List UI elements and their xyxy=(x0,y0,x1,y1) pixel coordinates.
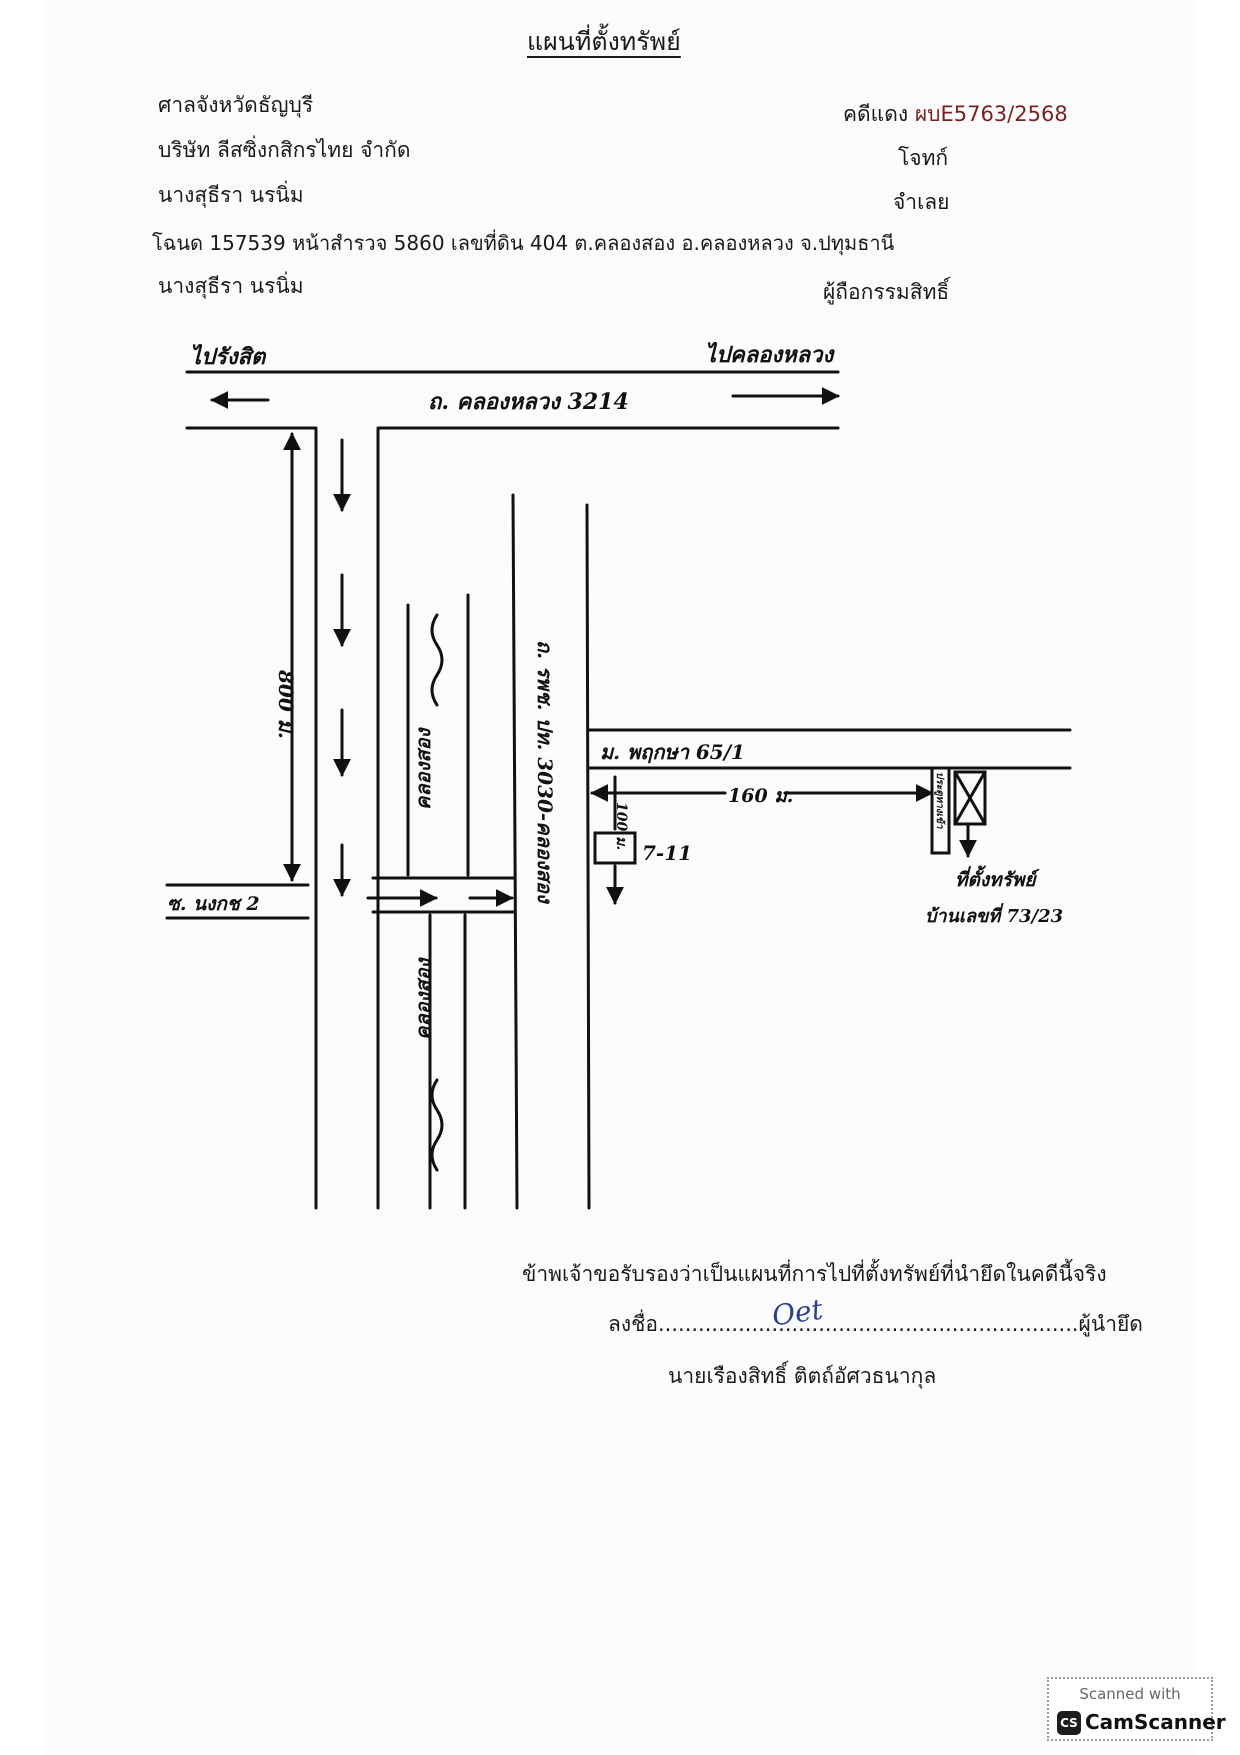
distance-160m-label: 160 ม. xyxy=(728,785,793,807)
store-label: 7-11 xyxy=(642,841,692,865)
entrance-gate-label: ประตูทางเข้า xyxy=(934,772,946,830)
camscanner-logo-icon: CS xyxy=(1057,1711,1081,1735)
target-house-cross xyxy=(953,770,987,826)
defendant-name: นางสุธีรา นรนิ่ม xyxy=(158,183,304,207)
plaintiff-role: โจทก์ xyxy=(898,146,949,170)
east-road-right-edge xyxy=(585,503,591,1210)
vertical-road-label: ถ. รพช. ปท. 3030-คลองสอง xyxy=(533,640,557,905)
entrance-gate-box xyxy=(930,766,951,855)
deed-line: โฉนด 157539 หน้าสำรวจ 5860 เลขที่ดิน 404… xyxy=(152,231,895,255)
direction-to-rangsit: ไปรังสิต xyxy=(190,343,267,370)
case-label: คดีแดง xyxy=(843,102,909,126)
certification-statement: ข้าพเจ้าขอรับรองว่าเป็นแผนที่การไปที่ตั้… xyxy=(522,1262,1107,1286)
page-background xyxy=(45,0,1195,1755)
owner-role: ผู้ถือกรรมสิทธิ์ xyxy=(823,280,950,304)
case-number-row: คดีแดง ผบE5763/2568 xyxy=(843,104,1068,125)
store-distance-label: 100 ม. xyxy=(613,802,629,850)
target-label-line2: บ้านเลขที่ 73/23 xyxy=(925,903,1063,927)
sign-dots: ........................................… xyxy=(658,1312,1079,1336)
distance-800m-label: 800 ม. xyxy=(274,669,298,739)
signer-name: นายเรืองสิทธิ์ ติตถ์อัศวธนากุล xyxy=(668,1364,937,1388)
target-house-box xyxy=(953,770,987,826)
store-7-11-box xyxy=(593,831,637,865)
canal-label-lower: คลองสอง xyxy=(411,956,435,1040)
sign-prefix: ลงชื่อ xyxy=(608,1312,658,1336)
scanned-with-text: Scanned with xyxy=(1079,1685,1181,1703)
court-name: ศาลจังหวัดธัญบุรี xyxy=(158,93,314,117)
case-number: ผบE5763/2568 xyxy=(914,102,1068,126)
east-road-left-edge xyxy=(511,493,519,1210)
page-title: แผนที่ตั้งทรัพย์ xyxy=(527,27,681,56)
camscanner-badge: Scanned with CS CamScanner xyxy=(1047,1677,1226,1741)
village-label: ม. พฤกษา 65/1 xyxy=(600,740,745,764)
direction-to-khlong-luang: ไปคลองหลวง xyxy=(705,341,836,368)
handwritten-signature: Oet xyxy=(769,1292,825,1333)
water-wave xyxy=(430,1078,444,1172)
sign-role: ผู้นำยึด xyxy=(1078,1312,1143,1336)
soi-label: ซ. นงกช 2 xyxy=(167,893,260,915)
signature-line: ลงชื่อ..................................… xyxy=(608,1308,1143,1341)
owner-name: นางสุธีรา นรนิ่ม xyxy=(158,274,304,298)
defendant-role: จำเลย xyxy=(893,190,950,214)
camscanner-brand: CamScanner xyxy=(1085,1710,1226,1734)
target-label-line1: ที่ตั้งทรัพย์ xyxy=(955,865,1041,891)
water-wave xyxy=(430,613,444,707)
canal-label-upper: คลองสอง xyxy=(411,726,435,810)
plaintiff-name: บริษัท ลีสซิ่งกสิกรไทย จำกัด xyxy=(158,138,411,162)
main-road-label: ถ. คลองหลวง 3214 xyxy=(428,389,629,415)
